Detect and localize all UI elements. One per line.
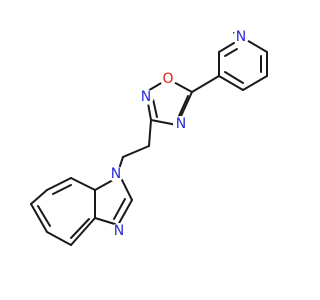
bond-pyr-c1-n bbox=[218, 42, 235, 53]
bond-ethyl-2 bbox=[122, 145, 150, 158]
bond-benz-c3-c3a-inner bbox=[70, 218, 90, 239]
atom-benzimidazole-n3: N bbox=[111, 223, 127, 239]
bond-pyr-c4-c5 bbox=[242, 75, 268, 91]
bond-benz-c7-c6-inner bbox=[52, 184, 72, 195]
bond-oxa-n4-c5-inner bbox=[178, 95, 189, 117]
bond-imid-c2-n3-inner bbox=[113, 198, 126, 220]
pyridine-n-label: N bbox=[236, 29, 246, 45]
bond-benz-c7-c6 bbox=[46, 177, 72, 191]
bond-benz-c6-c5 bbox=[30, 189, 48, 205]
bond-benz-c5-c4 bbox=[30, 203, 48, 233]
benzimidazole-n1-label: N bbox=[111, 166, 121, 182]
atom-oxadiazole-n2: N bbox=[138, 89, 154, 105]
pyridine-ring bbox=[218, 32, 268, 91]
atom-pyridine-n: N bbox=[233, 29, 249, 45]
bond-benz-c7a-c7 bbox=[70, 177, 96, 191]
bond-benz-c5-c4-inner bbox=[37, 205, 51, 227]
oxadiazole-o-label: O bbox=[162, 71, 173, 87]
bond-imid-c2-n3 bbox=[117, 199, 133, 226]
molecule-structure-canvas: N O N N N N bbox=[30, 29, 268, 246]
oxadiazole-n4-label: N bbox=[176, 116, 186, 132]
bond-benz-c4-c3 bbox=[46, 231, 72, 246]
bond-pyr-c2-c3 bbox=[249, 41, 268, 53]
bond-pyr-c1-n-inner bbox=[224, 48, 238, 57]
bond-oxa-n2-c3-inner bbox=[152, 98, 158, 118]
atom-oxadiazole-n4: N bbox=[173, 116, 189, 132]
bond-imid-n3-c3a bbox=[94, 217, 119, 226]
benzene-ring bbox=[30, 177, 96, 246]
bond-ethyl-1 bbox=[148, 119, 152, 147]
bond-oxa-c3-n4 bbox=[150, 119, 178, 126]
bond-pyridine-oxadiazole bbox=[191, 75, 220, 93]
atom-benzimidazole-n1: N bbox=[108, 166, 124, 182]
oxadiazole-n2-label: N bbox=[141, 89, 151, 105]
bond-pyr-c5-c6 bbox=[218, 75, 244, 91]
benzimidazole-n3-label: N bbox=[114, 223, 124, 239]
bond-imid-c7a-n1 bbox=[94, 179, 114, 191]
molecule-structure: N O N N N N bbox=[30, 29, 268, 246]
bond-pyr-c5-c6-inner bbox=[224, 71, 244, 84]
atom-oxadiazole-o: O bbox=[160, 71, 176, 87]
bond-benz-c3-c3a bbox=[70, 217, 96, 246]
